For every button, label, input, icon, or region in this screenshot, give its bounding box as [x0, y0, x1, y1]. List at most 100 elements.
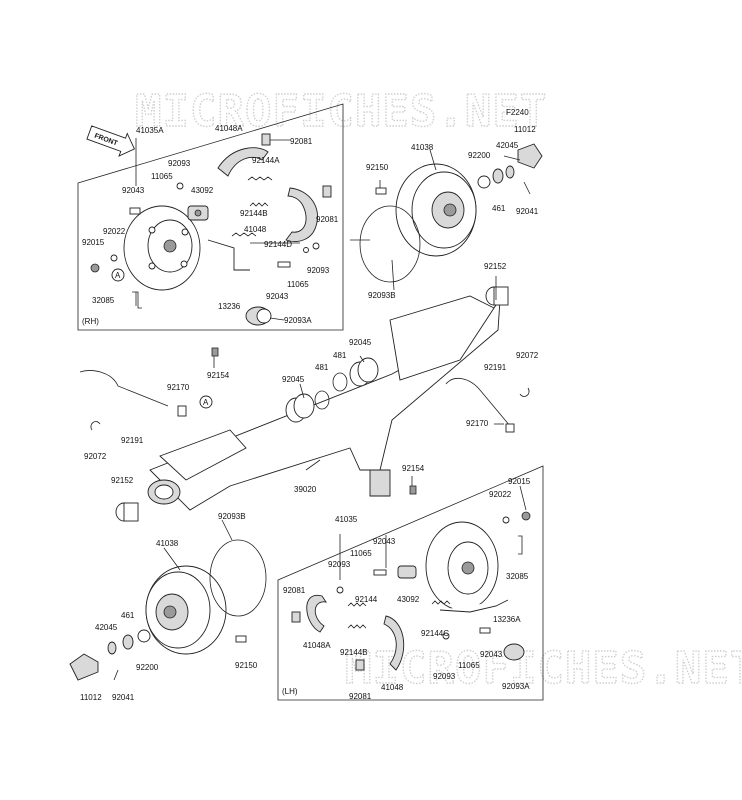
part-label-92170: 92170: [167, 383, 190, 392]
part-label-32085: 32085: [506, 572, 529, 581]
clamp-92170-left: [177, 405, 187, 417]
part-label-461: 461: [492, 204, 506, 213]
watermark-top: MICROFICHES.NET: [135, 86, 547, 137]
part-label-92093A: 92093A: [502, 682, 530, 691]
part-label-92170: 92170: [466, 419, 489, 428]
rh-wheel-cylinder: [187, 205, 209, 221]
bottom-bolt-92150: [235, 635, 247, 643]
rh-springs: [231, 176, 273, 237]
part-label-92093: 92093: [433, 672, 456, 681]
top-brake-drum: [395, 163, 477, 257]
part-label-41048: 41048: [244, 225, 267, 234]
part-label-92191: 92191: [121, 436, 144, 445]
part-label-92144C: 92144C: [421, 629, 449, 638]
rh-ref-a-icon: [111, 268, 125, 282]
rh-clip-92081-b: [322, 185, 332, 198]
breather-hose-92191-right: [445, 377, 511, 427]
top-bolt-92150: [375, 187, 387, 195]
lh-shoe-left: [306, 594, 327, 633]
part-label-39020: 39020: [294, 485, 317, 494]
bolt-92154-top: [211, 347, 219, 357]
lh-clip-92081-a: [291, 611, 301, 623]
watermark-bottom: MICROFICHES.NET: [345, 643, 742, 694]
part-label-92154: 92154: [207, 371, 230, 380]
bottom-nut-42045: [107, 641, 117, 655]
part-label-42045: 42045: [95, 623, 118, 632]
part-label-92015: 92015: [508, 477, 531, 486]
part-label-92200: 92200: [468, 151, 491, 160]
bushing-92152-bot: [115, 502, 139, 522]
part-label-92045: 92045: [282, 375, 305, 384]
part-label-92081: 92081: [283, 586, 306, 595]
part-label-11012: 11012: [514, 125, 536, 134]
rh-tag: (RH): [82, 317, 99, 326]
part-label-92150: 92150: [366, 163, 389, 172]
lh-lever-13236A: [439, 599, 509, 613]
part-label-92144B: 92144B: [340, 648, 368, 657]
lh-assembly-box: [277, 465, 544, 701]
part-label-461: 461: [121, 611, 135, 620]
part-label-92041: 92041: [112, 693, 135, 702]
lh-fasteners: [336, 511, 531, 640]
part-label-481: 481: [333, 351, 347, 360]
part-label-92154: 92154: [402, 464, 425, 473]
part-label-92022: 92022: [103, 227, 126, 236]
part-label-43092: 43092: [191, 186, 214, 195]
part-label-11065: 11065: [458, 661, 480, 670]
part-label-92043: 92043: [480, 650, 503, 659]
diagram-code: F2240: [506, 108, 529, 117]
part-label-92081: 92081: [316, 215, 339, 224]
part-label-92041: 92041: [516, 207, 539, 216]
part-label-11012: 11012: [80, 693, 102, 702]
part-label-43092: 43092: [397, 595, 420, 604]
part-label-41048: 41048: [381, 683, 404, 692]
bearing-92045-b: [285, 393, 315, 423]
lh-clip-92081-b: [355, 659, 365, 671]
part-label-92043: 92043: [122, 186, 145, 195]
part-label-92081: 92081: [349, 692, 372, 701]
bottom-drum-seal-ring: [209, 539, 267, 617]
top-pin-92041: [523, 181, 531, 195]
top-nut-42045: [505, 165, 515, 179]
part-label-92072: 92072: [516, 351, 539, 360]
rh-shoe-lower: [285, 187, 318, 242]
part-label-92045: 92045: [349, 338, 372, 347]
clip-92072-left: [90, 421, 101, 431]
rh-lever-13236: [207, 239, 250, 271]
rh-ref-a: A: [115, 271, 121, 280]
part-label-13236A: 13236A: [493, 615, 521, 624]
part-label-92093: 92093: [307, 266, 330, 275]
breather-hose-92191-left: [79, 370, 169, 407]
top-nut-461: [492, 168, 504, 184]
top-drum-seal-ring: [359, 205, 421, 283]
part-label-92152: 92152: [484, 262, 507, 271]
lh-tag: (LH): [282, 687, 298, 696]
clip-92072-right: [519, 387, 530, 397]
bottom-hub-cap: [69, 653, 99, 681]
leader-lines: [135, 138, 527, 580]
bolt-92154-bot: [409, 485, 417, 495]
part-label-11065: 11065: [287, 280, 309, 289]
lh-bracket-32085: [518, 535, 523, 555]
part-label-41048A: 41048A: [303, 641, 331, 650]
lh-shoe-right: [383, 615, 405, 671]
lh-springs: [347, 600, 451, 629]
part-label-32085: 32085: [92, 296, 115, 305]
part-label-92093B: 92093B: [368, 291, 396, 300]
rh-shoe-upper: [217, 147, 269, 177]
part-label-92022: 92022: [489, 490, 512, 499]
bottom-pin-92041: [113, 669, 119, 681]
part-label-92144B: 92144B: [240, 209, 268, 218]
rh-fasteners: [90, 182, 320, 273]
mid-ref-a-icon: [199, 395, 213, 409]
part-label-92152: 92152: [111, 476, 134, 485]
part-label-41035: 41035: [335, 515, 358, 524]
lh-cam-boot: [503, 643, 525, 661]
top-hub-cap: [517, 143, 543, 169]
part-label-92093B: 92093B: [218, 512, 246, 521]
axle-housing-39020: [147, 295, 501, 511]
bushing-92152-top: [485, 286, 509, 306]
part-label-92043: 92043: [266, 292, 289, 301]
part-label-92081: 92081: [290, 137, 313, 146]
part-label-13236: 13236: [218, 302, 241, 311]
